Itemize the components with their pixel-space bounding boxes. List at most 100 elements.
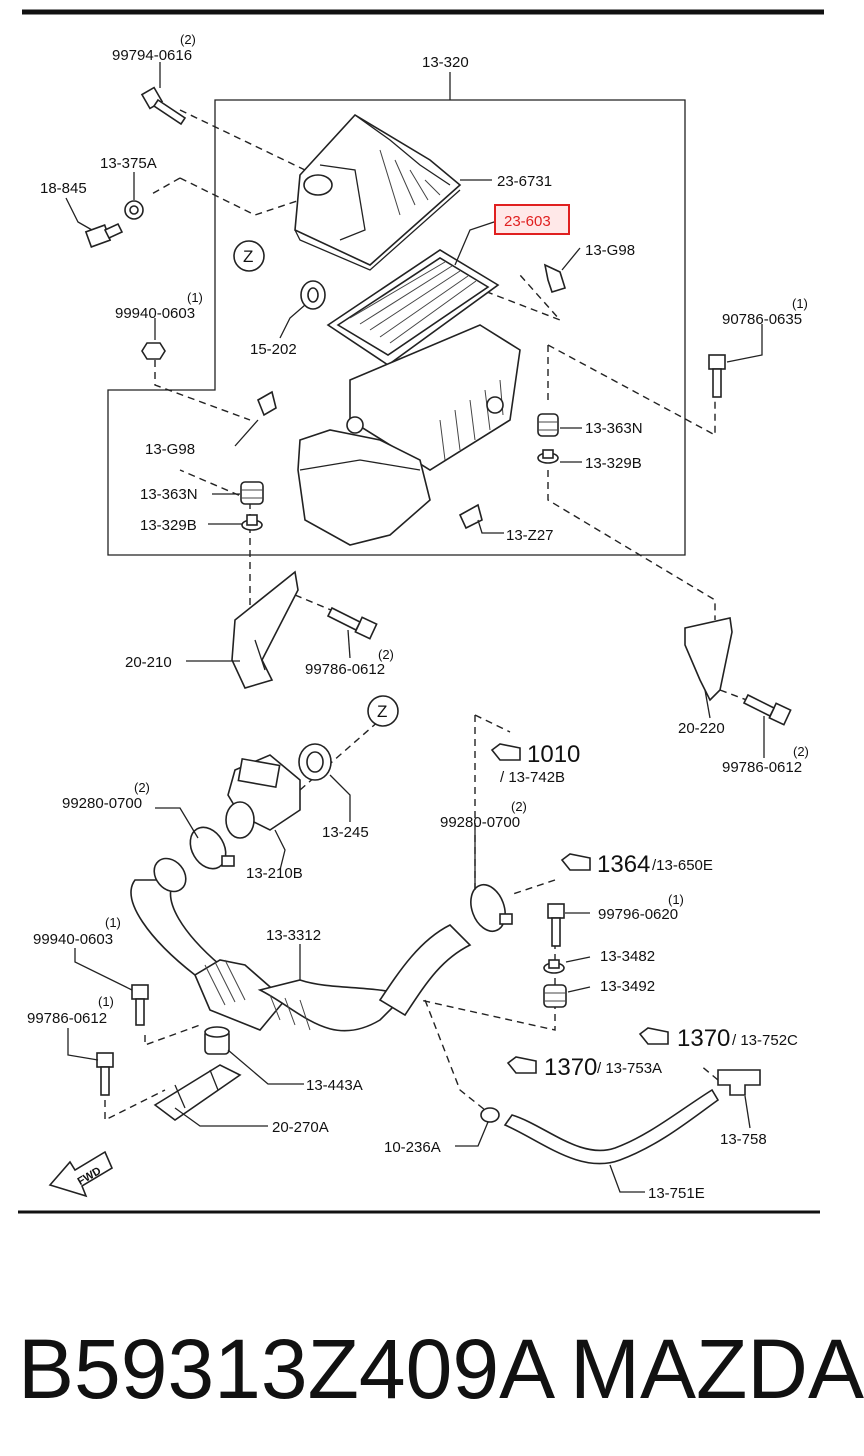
z-marker-mid-label: Z (377, 702, 387, 721)
ref-13-742b: / 13-742B (500, 769, 565, 786)
label-20-220: 20-220 (678, 720, 725, 737)
label-15-202: 15-202 (250, 341, 297, 358)
label-13-443a: 13-443A (306, 1077, 363, 1094)
label-13-363n-right: 13-363N (585, 420, 643, 437)
fwd-arrow (48, 1150, 114, 1198)
label-13-g98-top: 13-G98 (585, 242, 635, 259)
qty-99786-0612-c: (1) (98, 994, 114, 1009)
z-marker-top (233, 240, 265, 272)
bolt-99786-0612-a (326, 606, 378, 640)
fitting-13-758 (717, 1069, 761, 1096)
label-23-6731: 23-6731 (497, 173, 552, 190)
label-13-210b: 13-210B (246, 865, 303, 882)
label-20-210: 20-210 (125, 654, 172, 671)
sensor-13-375a (124, 200, 144, 220)
bolt-99940-0603-lower (131, 984, 149, 1026)
ref-13-650e: /13-650E (652, 857, 713, 874)
grommet-15-202 (300, 280, 326, 310)
air-filter-element (326, 249, 500, 366)
bolt-99796-0620 (547, 903, 565, 947)
labels: 99794-0616 (2) 13-320 23-6731 23-603 13-… (27, 32, 809, 1202)
qty-99940-0603-lower: (1) (105, 915, 121, 930)
ref-1364: 1364 (597, 851, 650, 878)
label-18-845: 18-845 (40, 180, 87, 197)
label-13-245: 13-245 (322, 824, 369, 841)
label-13-g98-left: 13-G98 (145, 441, 195, 458)
label-99940-0603-top: 99940-0603 (115, 305, 195, 322)
airflow-meter-13-210b (225, 754, 301, 839)
label-10-236a: 10-236A (384, 1139, 441, 1156)
label-13-363n-left: 13-363N (140, 486, 198, 503)
intake-hose-13-3312 (130, 857, 472, 1032)
label-99940-0603-lower: 99940-0603 (33, 931, 113, 948)
label-13-320: 13-320 (422, 54, 469, 71)
breather-hose-13-751e (503, 1088, 720, 1165)
bolt-99786-0612-c (96, 1052, 114, 1096)
clamp-99280-0700-left (189, 826, 235, 870)
label-20-270a: 20-270A (272, 1119, 329, 1136)
nut-99940-0603-top (141, 342, 166, 360)
bolt-99794-0616 (140, 86, 187, 126)
qty-99280-0700-left: (2) (134, 780, 150, 795)
air-cleaner-lower-case (297, 324, 521, 546)
z-marker-top-label: Z (243, 247, 253, 266)
label-13-758: 13-758 (720, 1131, 767, 1148)
label-13-3312: 13-3312 (266, 927, 321, 944)
pointer-hand-icon (490, 743, 669, 1074)
qty-99940-0603-top: (1) (187, 290, 203, 305)
label-99280-0700-left: 99280-0700 (62, 795, 142, 812)
assembly-outline (107, 99, 686, 556)
mount-13-443a (204, 1026, 230, 1055)
bolt-90786-0635 (708, 354, 726, 398)
label-99794-0616: 99794-0616 (112, 47, 192, 64)
label-13-z27: 13-Z27 (506, 527, 554, 544)
bracket-20-210 (231, 570, 299, 689)
mount-13-3492 (543, 984, 567, 1008)
qty-99794-0616: (2) (180, 32, 196, 47)
label-99280-0700-right: 99280-0700 (440, 814, 520, 831)
collar-13-329b-left (241, 514, 263, 531)
clip-13-z27 (458, 503, 483, 530)
collar-13-329b-right (537, 449, 559, 464)
qty-99786-0612-b: (2) (793, 744, 809, 759)
sensor-18-845 (84, 222, 124, 248)
ref-1370-b: 1370 (544, 1054, 597, 1081)
clip-10-236a (480, 1107, 500, 1123)
ref-13-753a: / 13-753A (597, 1060, 662, 1077)
label-13-329b-left: 13-329B (140, 517, 197, 534)
clamp-99280-0700-right (470, 883, 513, 933)
bracket-20-220 (684, 617, 733, 702)
ref-13-752c: / 13-752C (732, 1032, 798, 1049)
footer-brand: MAZDA (570, 1322, 864, 1416)
bolt-99786-0612-b (742, 693, 792, 726)
highlight-box-23-603 (494, 204, 570, 235)
label-13-3492: 13-3492 (600, 978, 655, 995)
label-23-603: 23-603 (504, 213, 551, 230)
label-99796-0620: 99796-0620 (598, 906, 678, 923)
leader-lines (65, 62, 765, 1193)
mount-13-363n-left (240, 481, 264, 505)
bracket-20-270a (153, 1064, 242, 1121)
label-99786-0612-c: 99786-0612 (27, 1010, 107, 1027)
qty-99280-0700-right: (2) (511, 799, 527, 814)
label-99786-0612-b: 99786-0612 (722, 759, 802, 776)
clip-13-g98-left (256, 390, 277, 417)
qty-99796-0620: (1) (668, 892, 684, 907)
ref-1010: 1010 (527, 741, 580, 768)
label-13-375a: 13-375A (100, 155, 157, 172)
air-cleaner-cover (294, 113, 462, 271)
seal-13-245 (298, 743, 332, 781)
ref-1370-a: 1370 (677, 1025, 730, 1052)
label-99786-0612-a: 99786-0612 (305, 661, 385, 678)
label-13-329b-right: 13-329B (585, 455, 642, 472)
qty-90786-0635: (1) (792, 296, 808, 311)
label-13-3482: 13-3482 (600, 948, 655, 965)
qty-99786-0612-a: (2) (378, 647, 394, 662)
clip-13-g98-top (543, 263, 567, 293)
label-90786-0635: 90786-0635 (722, 311, 802, 328)
z-marker-mid (367, 695, 399, 727)
mount-13-363n-right (537, 413, 559, 437)
collar-13-3482 (543, 959, 565, 974)
footer-part-number: B59313Z409A (18, 1322, 555, 1416)
